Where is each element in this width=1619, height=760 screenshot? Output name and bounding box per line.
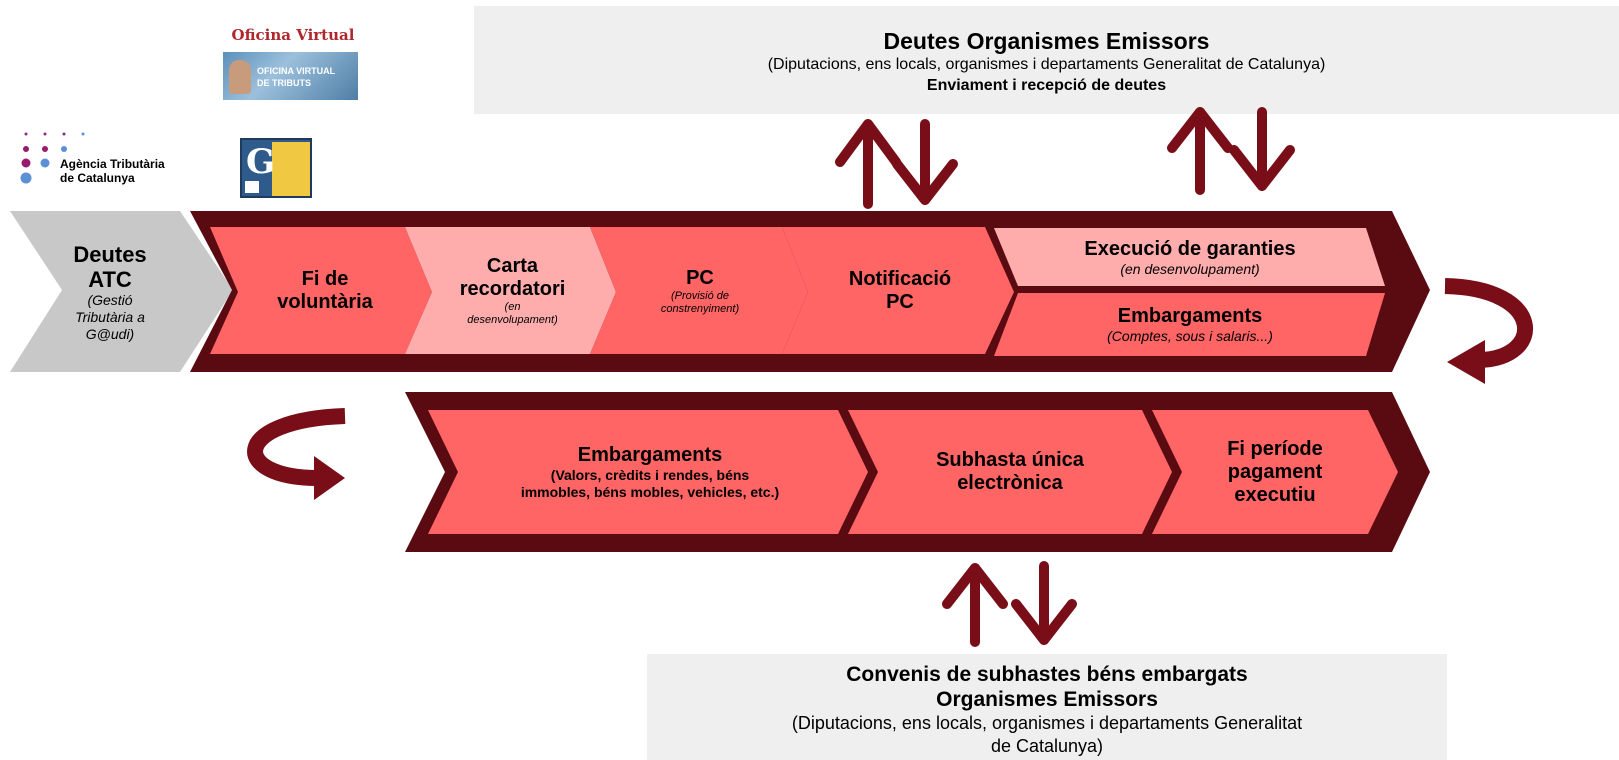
step-execucio-shape [994, 228, 1385, 286]
oficina-virtual-banner: OFICINA VIRTUAL DE TRIBUTS [223, 52, 358, 100]
agency-name-1: Agència Tributària [60, 157, 165, 171]
gaudi-icon[interactable]: G [240, 138, 312, 198]
source-title-2: ATC [88, 266, 132, 292]
agency-name-2: de Catalunya [60, 171, 135, 185]
top-box-subtitle: (Diputacions, ens locals, organismes i d… [767, 56, 1326, 73]
step-embargaments-1[interactable]: Embargaments (Comptes, sous i salaris...… [1107, 305, 1273, 344]
source-sub-1: (Gestió [87, 291, 133, 308]
step-fi-periode-shape [1152, 410, 1398, 534]
bottom-info-box: Convenis de subhastes béns embargats Org… [647, 654, 1447, 760]
top-box-note: Enviament i recepció de deutes [926, 77, 1167, 94]
bottom-box-line-2: de Catalunya) [990, 736, 1104, 756]
step-subhasta-shape [848, 410, 1172, 534]
step-embargaments-1-shape [994, 293, 1385, 356]
step-notificacio-shape [782, 227, 1014, 354]
source-step-chevron [10, 211, 233, 372]
step-notificacio-pc[interactable]: Notificació PC [848, 268, 952, 313]
source-step[interactable]: Deutes ATC (Gestió Tributària a G@udi) [40, 232, 180, 352]
agency-dots-logo [20, 132, 85, 184]
top-box-title: Deutes Organismes Emissors [883, 28, 1210, 54]
up-down-arrows-icon [1167, 107, 1295, 195]
top-info-box: Deutes Organismes Emissors (Diputacions,… [474, 6, 1619, 114]
step-carta-recordatori[interactable]: Carta recordatori (en desenvolupament) [459, 255, 566, 326]
bottom-box-title-2: Organismes Emissors [936, 688, 1158, 711]
source-sub-3: G@udi) [85, 325, 135, 342]
step-fi-periode[interactable]: Fi període pagament executiu [1227, 437, 1323, 506]
oficina-virtual-title: Oficina Virtual [231, 26, 355, 44]
source-title-1: Deutes [73, 241, 147, 267]
curved-return-arrow-icon [1444, 278, 1534, 384]
curved-return-arrow-icon [247, 408, 346, 500]
step-embargaments-2-shape [428, 410, 868, 534]
step-pc-shape [590, 227, 808, 354]
step-carta-shape [405, 227, 616, 354]
step-embargaments-2[interactable]: Embargaments (Valors, crèdits i rendes, … [520, 443, 780, 500]
oficina-virtual-logo[interactable]: Oficina Virtual OFICINA VIRTUAL DE TRIBU… [218, 26, 368, 102]
step-fi-voluntaria[interactable]: Fi de voluntària [277, 268, 373, 313]
up-down-arrows-icon [835, 119, 958, 209]
step-subhasta-unica[interactable]: Subhasta única electrònica [936, 449, 1084, 494]
up-down-arrows-icon [942, 561, 1077, 647]
bottom-box-title: Convenis de subhastes béns embargats [846, 663, 1248, 686]
step-execucio-garanties[interactable]: Execució de garanties (en desenvolupamen… [1084, 238, 1296, 277]
step-fi-voluntaria-shape [210, 227, 432, 354]
agency-logo: Agència Tributària de Catalunya [20, 130, 220, 190]
step-pc[interactable]: PC (Provisió de constrenyiment) [660, 266, 740, 315]
source-sub-2: Tributària a [75, 308, 145, 325]
bottom-box-line-1: (Diputacions, ens locals, organismes i d… [791, 713, 1303, 733]
